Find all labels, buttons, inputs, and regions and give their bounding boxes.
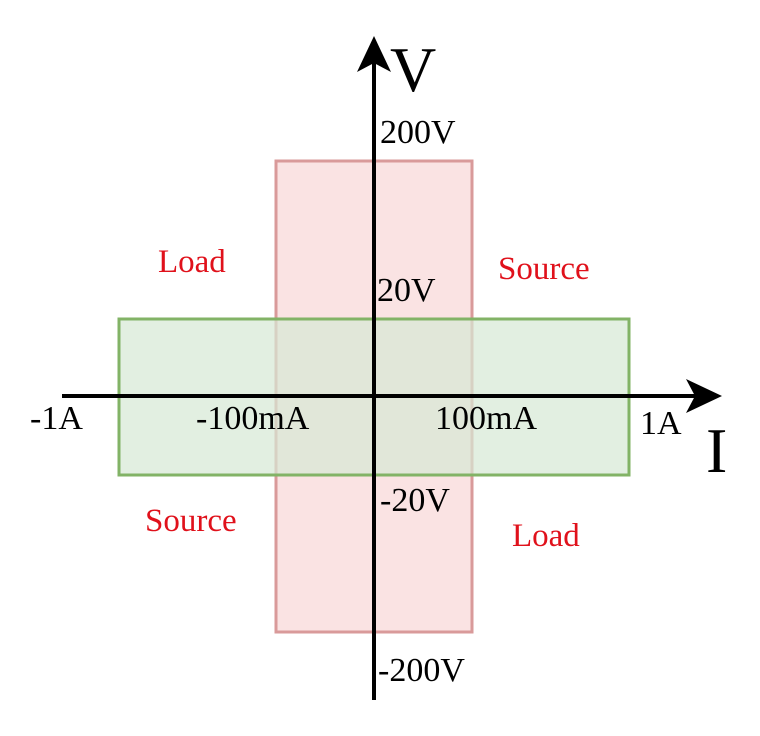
tick-label-200v: 200V (380, 114, 456, 151)
tick-label-100ma: 100mA (435, 400, 537, 437)
x-axis-arrowhead (686, 379, 722, 413)
y-axis-name: V (390, 34, 436, 105)
tick-label-20v: 20V (377, 272, 436, 309)
quadrant-label-bottom-right: Load (512, 518, 580, 554)
quadrant-label-top-right: Source (498, 251, 590, 287)
tick-label-1a: 1A (640, 405, 682, 442)
tick-label-neg-20v: -20V (380, 482, 450, 519)
tick-label-neg-100ma: -100mA (196, 400, 310, 437)
quadrant-label-bottom-left: Source (145, 503, 237, 539)
x-axis-name: I (706, 415, 727, 486)
tick-label-neg-200v: -200V (378, 652, 465, 689)
y-axis-arrowhead (357, 36, 391, 72)
tick-label-neg-1a: -1A (30, 400, 83, 437)
quadrant-label-top-left: Load (158, 244, 226, 280)
